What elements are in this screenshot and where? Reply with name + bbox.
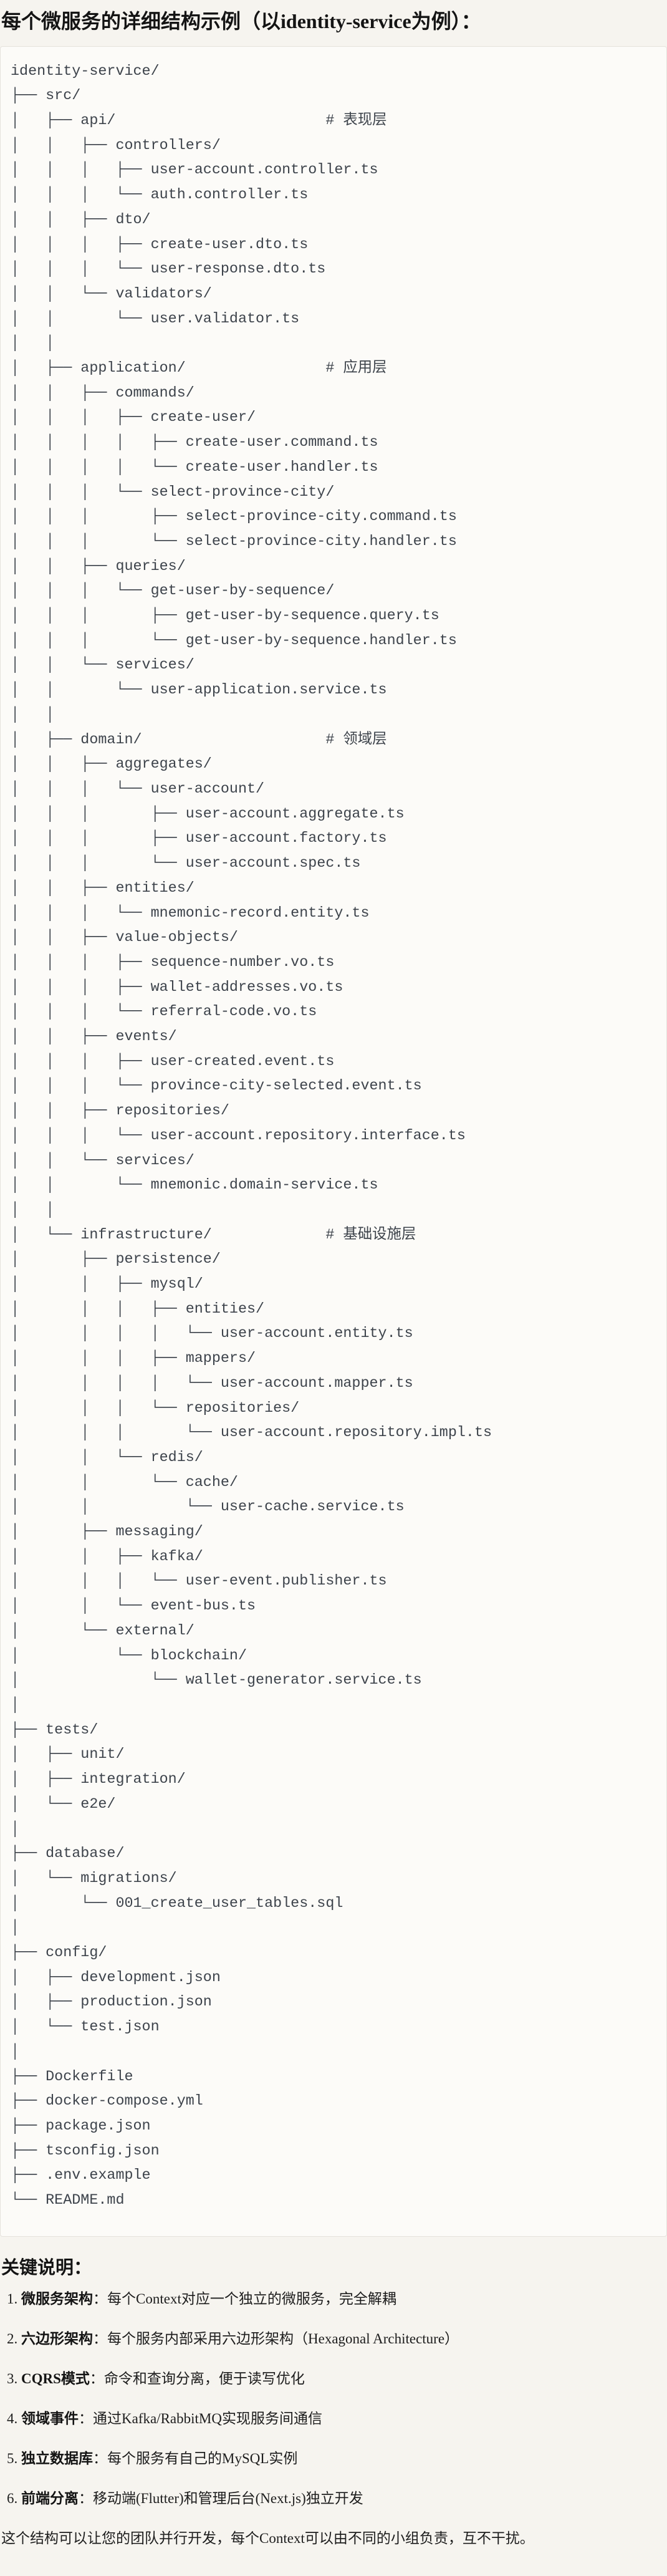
note-text: ：移动端(Flutter)和管理后台(Next.js)独立开发 [79,2491,363,2507]
note-text: ：每个Context对应一个独立的微服务，完全解耦 [93,2291,396,2307]
note-label: 六边形架构 [21,2331,93,2347]
note-item-frontend: 前端分离：移动端(Flutter)和管理后台(Next.js)独立开发 [21,2489,667,2508]
notes-list: 微服务架构：每个Context对应一个独立的微服务，完全解耦 六边形架构：每个服… [0,2290,667,2508]
note-item-cqrs: CQRS模式：命令和查询分离，便于读写优化 [21,2370,667,2388]
file-tree: identity-service/ ├── src/ │ ├── api/ # … [11,63,492,2209]
footer-text: 这个结构可以让您的团队并行开发，每个Context可以由不同的小组负责，互不干扰… [1,2530,534,2547]
note-label: 微服务架构 [21,2291,93,2307]
note-label: CQRS模式 [21,2371,90,2387]
note-text: ：每个服务内部采用六边形架构（Hexagonal Architecture） [93,2331,459,2347]
note-item-domain-events: 领域事件：通过Kafka/RabbitMQ实现服务间通信 [21,2410,667,2428]
code-block: identity-service/ ├── src/ │ ├── api/ # … [0,46,667,2237]
note-label: 领域事件 [21,2411,79,2427]
notes-heading: 关键说明： [1,2257,92,2278]
note-label: 前端分离 [21,2491,79,2507]
note-text: ：每个服务有自己的MySQL实例 [93,2451,298,2467]
note-item-database: 独立数据库：每个服务有自己的MySQL实例 [21,2449,667,2468]
note-item-microservice: 微服务架构：每个Context对应一个独立的微服务，完全解耦 [21,2290,667,2308]
note-label: 独立数据库 [21,2451,93,2467]
note-text: ：通过Kafka/RabbitMQ实现服务间通信 [79,2411,322,2427]
page-title: 每个微服务的详细结构示例（以identity-service为例）： [1,10,481,32]
note-text: ：命令和查询分离，便于读写优化 [89,2371,305,2387]
note-item-hexagonal: 六边形架构：每个服务内部采用六边形架构（Hexagonal Architectu… [21,2330,667,2348]
